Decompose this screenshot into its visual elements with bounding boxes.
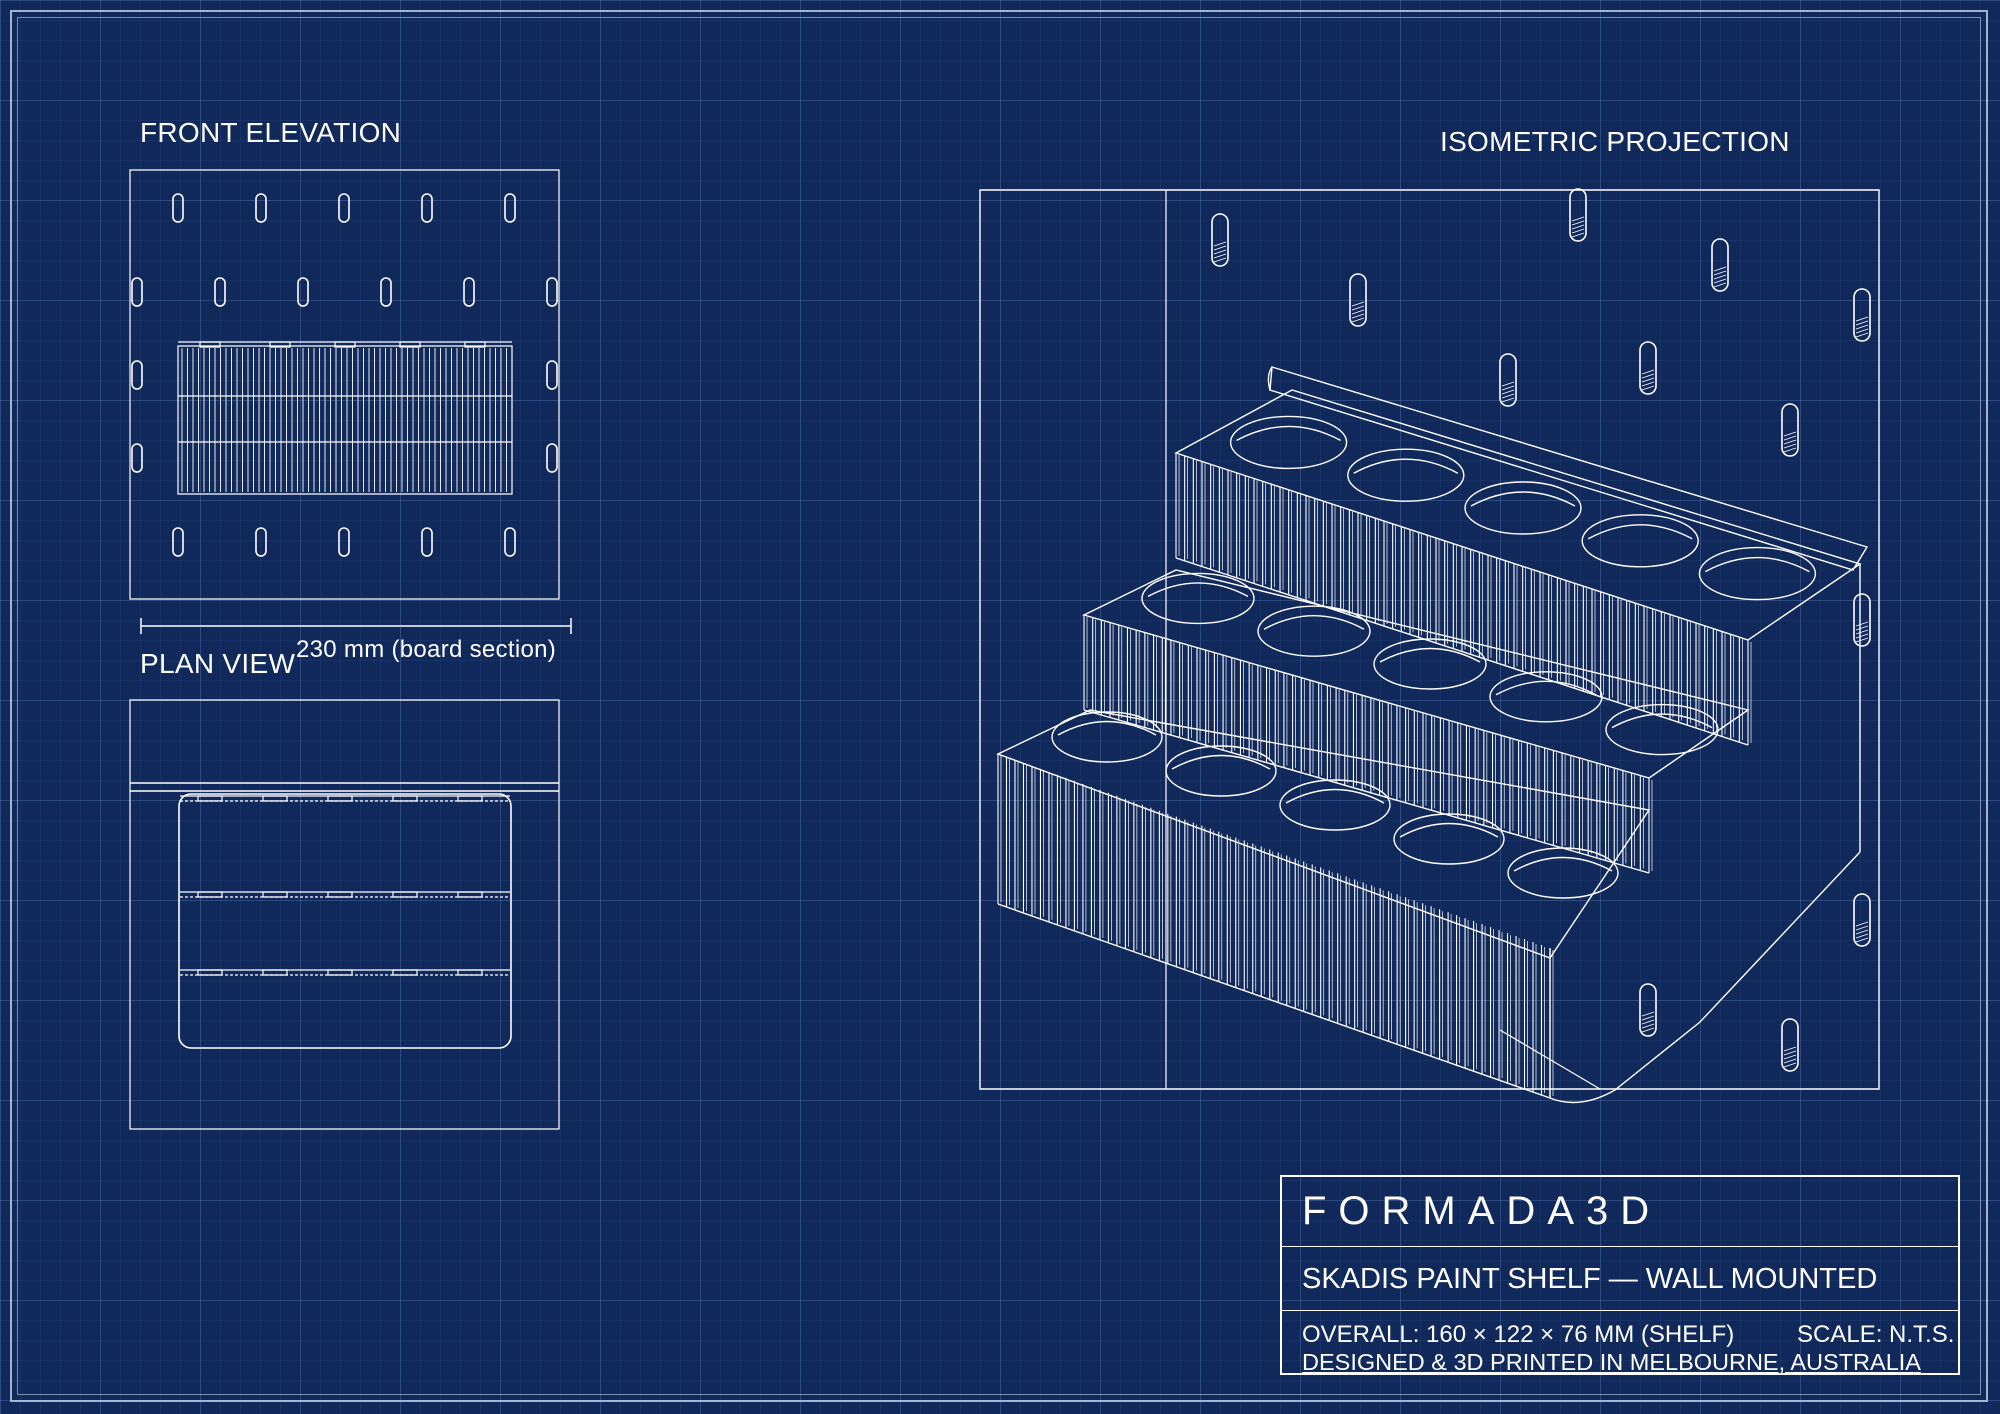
title-block-title-row: SKADIS PAINT SHELF — WALL MOUNTED	[1282, 1247, 1958, 1311]
isometric-label: ISOMETRIC PROJECTION	[1440, 126, 1790, 157]
overall-dimensions: OVERALL: 160 × 122 × 76 MM (SHELF)	[1302, 1321, 1735, 1348]
origin-note: DESIGNED & 3D PRINTED IN MELBOURNE, AUST…	[1302, 1349, 1921, 1375]
title-block: FORMADA3D SKADIS PAINT SHELF — WALL MOUN…	[1280, 1175, 1960, 1375]
title-block-brand-row: FORMADA3D	[1282, 1177, 1958, 1247]
sheet-border-inner	[17, 17, 1981, 1395]
sheet-border-outer	[10, 10, 1988, 1402]
drawing-title: SKADIS PAINT SHELF — WALL MOUNTED	[1302, 1263, 1878, 1295]
brand-name: FORMADA3D	[1302, 1189, 1662, 1233]
plan-view-label: PLAN VIEW	[140, 648, 296, 679]
front-elevation-view	[130, 170, 560, 600]
isometric-view	[980, 190, 1880, 1090]
plan-view	[130, 700, 560, 1130]
title-block-meta-row: OVERALL: 160 × 122 × 76 MM (SHELF) SCALE…	[1282, 1311, 1958, 1377]
scale-note: SCALE: N.T.S.	[1797, 1321, 1955, 1348]
front-elevation-label: FRONT ELEVATION	[140, 117, 402, 148]
dimension-line	[140, 616, 572, 636]
dimension-label: 230 mm (board section)	[296, 636, 557, 663]
